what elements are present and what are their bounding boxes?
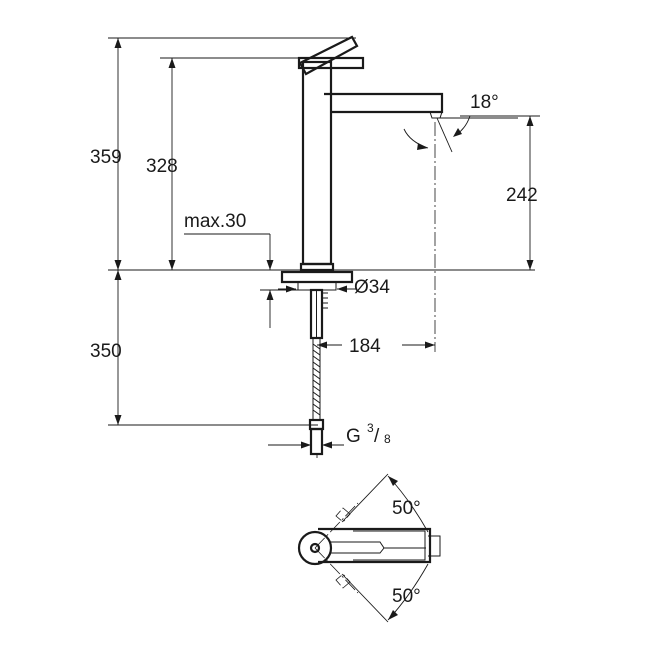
angle-18-label: 18°	[470, 92, 499, 113]
thread-numerator: 3	[367, 421, 374, 435]
dim-350-label: 350	[90, 341, 122, 362]
dim-359-label: 359	[90, 147, 122, 168]
dim-max30-label: max.30	[184, 211, 246, 232]
plan-view: 50° 50°	[297, 473, 441, 623]
thread-slash: /	[374, 426, 380, 447]
mounting-assembly	[280, 270, 354, 456]
dim-242-label: 242	[506, 185, 538, 206]
dimension-184: 184	[317, 334, 435, 357]
thread-denominator: 8	[384, 432, 391, 446]
dimension-350: 350	[90, 270, 318, 426]
dimension-328: 328	[146, 57, 300, 270]
thread-g38: G 3 / 8	[268, 421, 391, 458]
dimension-max30: max.30	[184, 211, 300, 328]
swivel-left-label: 50°	[392, 498, 421, 519]
swivel-right-label: 50°	[392, 586, 421, 607]
faucet-body	[297, 35, 444, 272]
dim-diameter-label: Ø34	[354, 277, 390, 298]
angle-18: 18°	[403, 92, 518, 153]
dimension-diameter-34: Ø34	[278, 277, 390, 298]
dimension-359: 359	[90, 37, 356, 270]
dimension-242: 242	[460, 115, 540, 270]
thread-label: G	[346, 426, 361, 447]
dim-328-label: 328	[146, 156, 178, 177]
dim-184-label: 184	[349, 336, 381, 357]
